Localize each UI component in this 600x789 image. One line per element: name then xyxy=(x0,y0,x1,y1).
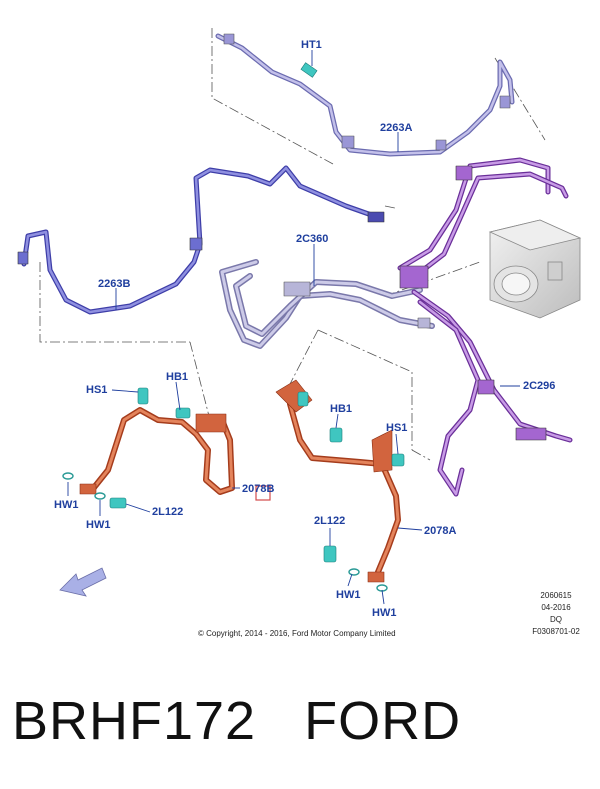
brake-hose-2078b xyxy=(79,407,235,495)
fasteners xyxy=(109,387,405,563)
callout-hw1-left-b: HW1 xyxy=(86,519,110,531)
callout-hw1-right-b: HW1 xyxy=(372,607,396,619)
leader-lines xyxy=(67,50,520,605)
callout-2078b: 2078B xyxy=(242,483,274,495)
brake-line-2263b xyxy=(17,165,385,315)
figure-metadata: 2060615 04-2016 DQ F0308701-02 xyxy=(524,590,588,638)
figure-id: F0308701-02 xyxy=(532,627,580,636)
callout-2263b: 2263B xyxy=(98,278,130,290)
callout-2c360: 2C360 xyxy=(296,233,328,245)
product-caption: BRHF172 FORD xyxy=(12,690,461,752)
hose-clip-ht1 xyxy=(300,62,318,78)
brake-line-2c360 xyxy=(219,259,435,349)
brand-name: FORD xyxy=(304,691,462,751)
copyright-notice: © Copyright, 2014 - 2016, Ford Motor Com… xyxy=(198,629,396,638)
figure-date: 04-2016 xyxy=(541,603,571,612)
abs-module xyxy=(488,219,582,319)
callout-2l122-left: 2L122 xyxy=(152,506,183,518)
highlight-marker xyxy=(255,485,271,501)
callout-hb1-left: HB1 xyxy=(166,371,188,383)
callout-hw1-right-a: HW1 xyxy=(336,589,360,601)
figure-code: 2060615 xyxy=(540,591,572,600)
brake-line-2263a xyxy=(215,33,515,157)
callout-2078a: 2078A xyxy=(424,525,456,537)
callout-hs1-left: HS1 xyxy=(86,384,107,396)
callout-hw1-left-a: HW1 xyxy=(54,499,78,511)
callout-2c296: 2C296 xyxy=(523,380,555,392)
callout-hs1-right: HS1 xyxy=(386,422,407,434)
callout-ht1: HT1 xyxy=(301,39,322,51)
part-number: BRHF172 xyxy=(12,691,257,751)
exploded-view-guides xyxy=(39,28,546,461)
figure-initials: DQ xyxy=(550,615,562,624)
callout-hb1-right: HB1 xyxy=(330,403,352,415)
brake-line-2c296 xyxy=(397,157,573,497)
callout-2263a: 2263A xyxy=(380,122,412,134)
brake-lines-diagram: HT1 2263A 2263B 2C360 2C296 HS1 HB1 HW1 … xyxy=(17,28,582,619)
front-direction-arrow-icon xyxy=(59,567,107,597)
callout-2l122-right: 2L122 xyxy=(314,515,345,527)
brake-hose-2078a xyxy=(275,379,401,583)
